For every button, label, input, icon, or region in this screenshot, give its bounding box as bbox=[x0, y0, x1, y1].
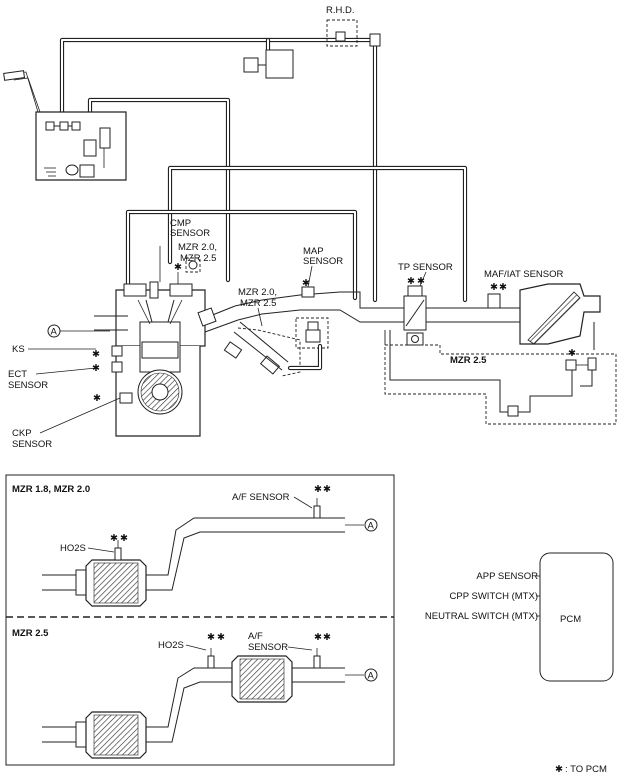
maf-pcm-mark-2: ✱ bbox=[499, 282, 507, 293]
inset2-ho2s-label: HO2S bbox=[158, 640, 184, 651]
exhaust-inset: MZR 1.8, MZR 2.0 MZR 2.5 ✱ ✱ HO2S ✱ ✱ A/… bbox=[5, 474, 395, 766]
ect-pcm-mark: ✱ bbox=[92, 363, 100, 374]
cmp-pcm-mark: ✱ bbox=[174, 262, 182, 273]
ks-label: KS bbox=[12, 344, 25, 355]
inset2-af-label-1: A/F bbox=[248, 631, 263, 642]
ks-pcm-mark: ✱ bbox=[92, 349, 100, 360]
tp-pcm-mark-2: ✱ bbox=[417, 276, 425, 287]
ect-label-2: SENSOR bbox=[8, 380, 48, 391]
tp-sensor-label: TP SENSOR bbox=[398, 262, 453, 273]
ckp-label-2: SENSOR bbox=[12, 439, 52, 450]
inset1-af-mark-1: ✱ bbox=[314, 484, 322, 495]
mzr25-pcm-mark: ✱ bbox=[568, 348, 576, 359]
cmp-sensor: CMP SENSOR MZR 2.0, MZR 2.5 ✱ bbox=[149, 218, 217, 299]
legend-text: : TO PCM bbox=[565, 764, 607, 775]
mzr-2025-a-label-1: MZR 2.0, bbox=[178, 242, 217, 253]
mzr-2025-b-label-1: MZR 2.0, bbox=[238, 287, 277, 298]
mzr25-top-label: MZR 2.5 bbox=[450, 355, 487, 366]
inset1-ho2s-mark-1: ✱ bbox=[110, 533, 118, 544]
inset1-ref-a: A bbox=[368, 521, 375, 532]
purge-solenoid-group bbox=[243, 49, 294, 79]
legend: ✱ : TO PCM bbox=[555, 764, 607, 775]
mzr-2025-b-label-2: MZR 2.5 bbox=[240, 298, 276, 309]
inset2-ref-a: A bbox=[368, 671, 375, 682]
inset2-af-mark-2: ✱ bbox=[323, 632, 331, 643]
map-label-2: SENSOR bbox=[303, 256, 343, 267]
maf-pcm-mark-1: ✱ bbox=[490, 282, 498, 293]
pcm-input-neutral: NEUTRAL SWITCH (MTX) bbox=[425, 611, 538, 622]
inset1-af-mark-2: ✱ bbox=[323, 484, 331, 495]
rhd-label: R.H.D. bbox=[326, 5, 355, 16]
inset1-ho2s-mark-2: ✱ bbox=[120, 533, 128, 544]
cmp-label-1: CMP bbox=[170, 218, 191, 229]
pcm-input-cpp: CPP SWITCH (MTX) bbox=[450, 591, 539, 602]
maf-iat-label: MAF/IAT SENSOR bbox=[484, 269, 563, 280]
inset2-af-label-2: SENSOR bbox=[248, 642, 288, 653]
pcm-title: PCM bbox=[560, 614, 581, 625]
inset1-af-label: A/F SENSOR bbox=[232, 492, 290, 503]
rhd-region: R.H.D. bbox=[326, 5, 381, 47]
engine-labels: MAP SENSOR TP SENSOR MAF/IAT SENSOR MZR … bbox=[8, 246, 563, 450]
ect-label-1: ECT bbox=[8, 369, 27, 380]
inset1-ho2s-label: HO2S bbox=[60, 543, 86, 554]
inset2-ho2s-mark-2: ✱ bbox=[217, 632, 225, 643]
inset-section1-title: MZR 1.8, MZR 2.0 bbox=[12, 484, 90, 495]
pcm-input-app: APP SENSOR bbox=[476, 571, 538, 582]
ckp-label-1: CKP bbox=[12, 428, 32, 439]
engine-block bbox=[94, 283, 239, 437]
legend-mark: ✱ bbox=[555, 764, 563, 775]
engine-ref-a: A bbox=[51, 327, 58, 338]
intake-system: ✱ ✱ ✱ ✱ ✱ ✱ MZR 2.5 bbox=[197, 276, 617, 425]
inset2-af-mark-1: ✱ bbox=[314, 632, 322, 643]
fuel-tank bbox=[3, 70, 127, 181]
tp-pcm-mark-1: ✱ bbox=[407, 276, 415, 287]
inset2-ho2s-mark-1: ✱ bbox=[207, 632, 215, 643]
mzr-2025-a-label-2: MZR 2.5 bbox=[180, 253, 216, 264]
ckp-pcm-mark: ✱ bbox=[93, 393, 101, 404]
map-label-1: MAP bbox=[303, 246, 324, 257]
map-pcm-mark: ✱ bbox=[302, 278, 310, 289]
inset-section2-title: MZR 2.5 bbox=[12, 628, 49, 639]
cmp-label-2: SENSOR bbox=[170, 228, 210, 239]
pcm-block: PCM APP SENSOR CPP SWITCH (MTX) NEUTRAL … bbox=[425, 552, 614, 682]
